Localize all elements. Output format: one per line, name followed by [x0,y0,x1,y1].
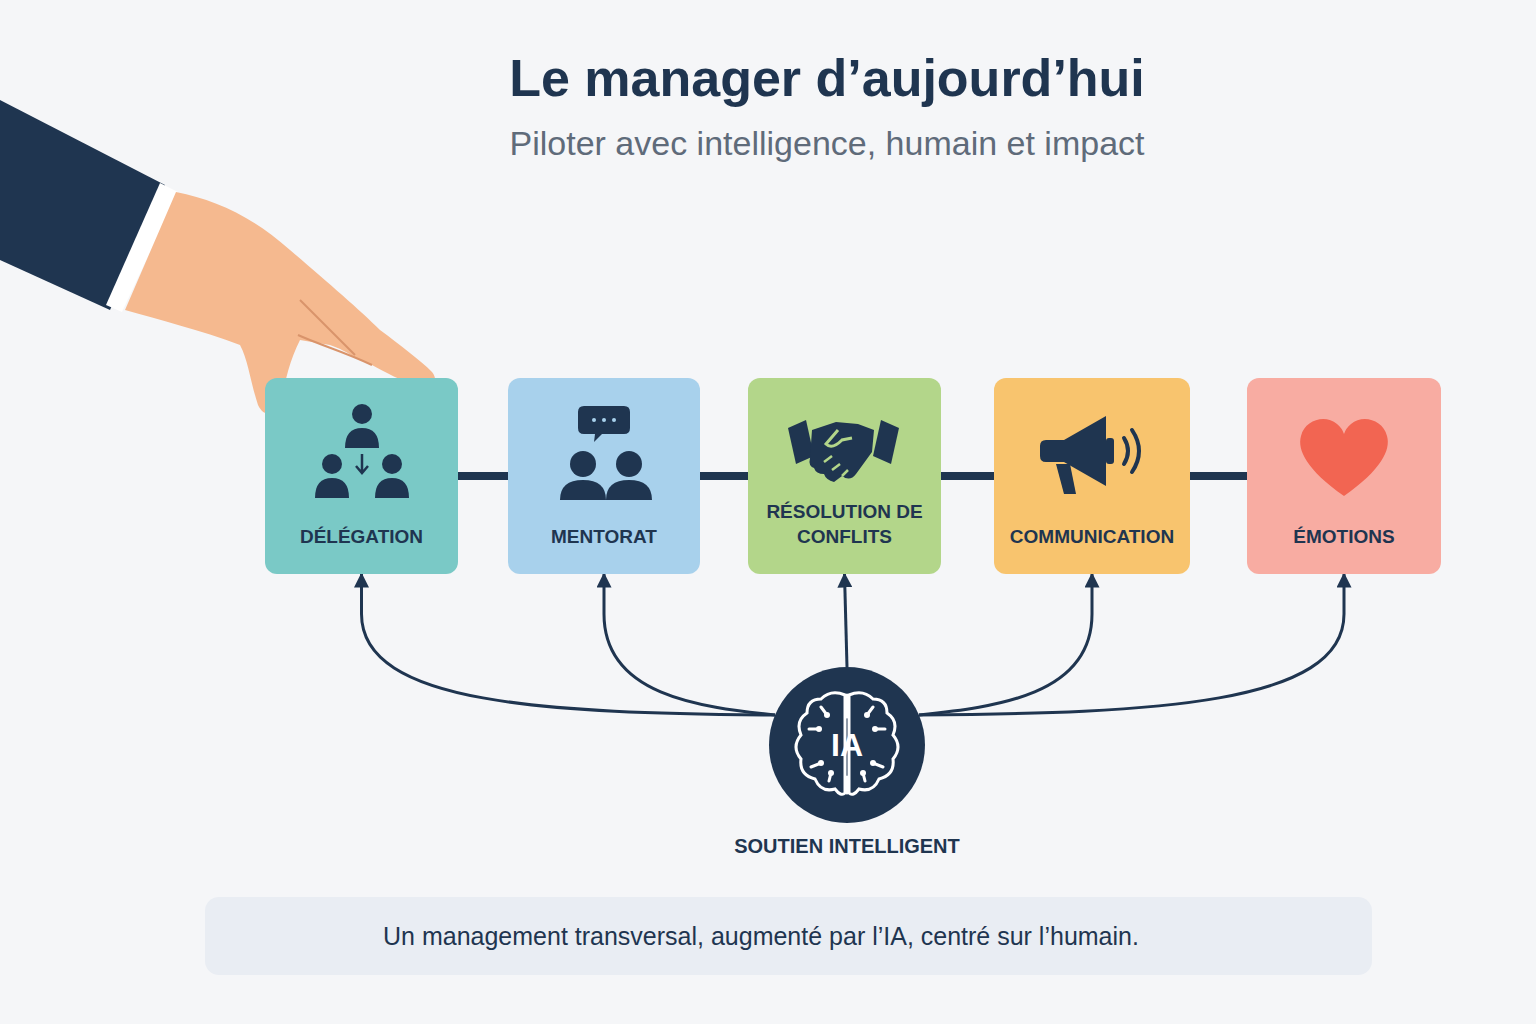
box-label: RÉSOLUTION DE CONFLITS [756,499,933,550]
emotions-box: ÉMOTIONS [1247,378,1441,574]
box-label: ÉMOTIONS [1287,524,1400,550]
box-label: COMMUNICATION [1004,524,1180,550]
ai-label: IA [769,667,925,823]
box-label: MENTORAT [545,524,663,550]
support-arrow [362,574,776,715]
link-bar [1190,472,1247,480]
support-arrow [604,574,775,715]
finger-crease [298,335,372,365]
mentoring-box: MENTORAT [508,378,700,574]
ai-caption: SOUTIEN INTELLIGENT [734,835,960,858]
link-bar [700,472,748,480]
subtitle: Piloter avec intelligence, humain et imp… [0,124,1536,163]
box-label: DÉLÉGATION [294,524,429,550]
support-arrow [845,574,848,667]
delegation-box: DÉLÉGATION [265,378,458,574]
summary-text: Un management transversal, augmenté par … [383,922,1139,951]
support-arrow [919,574,1092,715]
summary-banner: Un management transversal, augmenté par … [205,897,1372,975]
link-bar [458,472,508,480]
conflict-box: RÉSOLUTION DE CONFLITS [748,378,941,574]
ai-circle: IASOUTIEN INTELLIGENT [769,667,925,823]
communication-box: COMMUNICATION [994,378,1190,574]
title: Le manager d’aujourd’hui [0,48,1536,108]
link-bar [941,472,994,480]
support-arrow [919,574,1344,715]
